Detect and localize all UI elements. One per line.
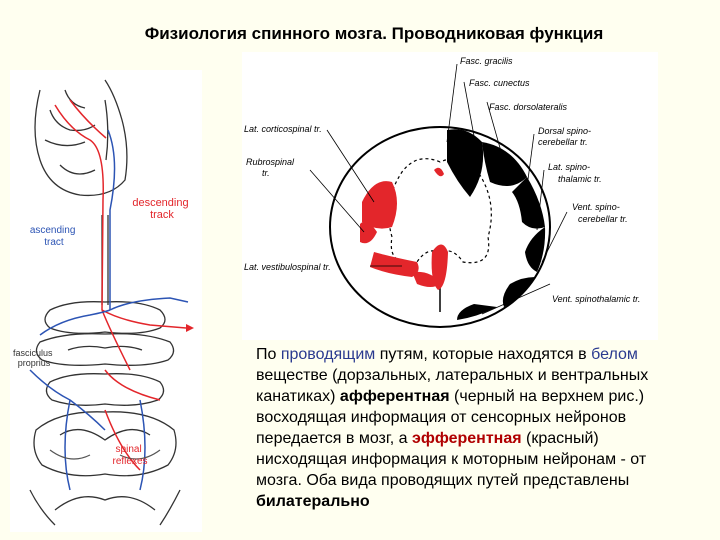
label-lat-corticospinal: Lat. corticospinal tr. — [244, 124, 322, 134]
text-highlight-white: белом — [591, 346, 638, 363]
lat-corticospinal-tract — [362, 181, 397, 229]
cross-section-figure: Fasc. gracilis Fasc. cunectus Fasc. dors… — [242, 52, 658, 340]
lat-spinothalamic-tract — [525, 227, 546, 272]
cross-section-svg: Fasc. gracilis Fasc. cunectus Fasc. dors… — [244, 56, 640, 328]
text-bilateral: билатерально — [256, 493, 370, 510]
lat-vestibulospinal-tract — [370, 252, 419, 277]
label-fasc-cunectus: Fasc. cunectus — [469, 78, 530, 88]
vent-spinocerebellar-tract — [502, 277, 535, 307]
label-dorsal-spino: Dorsal spino- — [538, 126, 591, 136]
pathways-figure: descending track ascending tract fascicu… — [10, 70, 202, 532]
label-fasc-dorsolateralis: Fasc. dorsolateralis — [489, 102, 568, 112]
dorsal-red-tract — [434, 167, 444, 177]
dorsal-spinocerebellar-tract — [512, 177, 545, 229]
text-segment: По — [256, 346, 281, 363]
fasc-cunectus-tract — [482, 142, 527, 186]
text-efferent: эфферентная — [411, 430, 522, 447]
text-segment: (черный на верхнем рис.) восходящая инфо… — [256, 388, 645, 447]
text-segment: (красный) нисходящая информация к моторн… — [256, 430, 647, 489]
label-vent-spinothalamic: Vent. spinothalamic tr. — [552, 294, 640, 304]
fasciculus-label: fasciculus proprius — [13, 348, 55, 368]
ascending-label: ascending tract — [30, 225, 78, 248]
slide-title: Физиология спинного мозга. Проводниковая… — [144, 24, 604, 43]
label-lat-vestibulospinal: Lat. vestibulospinal tr. — [244, 262, 331, 272]
label-vent-spino-2: cerebellar tr. — [578, 214, 628, 224]
rubrospinal-tract — [360, 221, 377, 244]
descending-label: descending track — [132, 197, 191, 221]
text-segment: путям, которые находятся в — [375, 346, 592, 363]
description-text: По проводящим путям, которые находятся в… — [256, 344, 656, 512]
text-highlight-conducting: проводящим — [280, 346, 376, 363]
fasc-gracilis-tract — [447, 129, 484, 197]
label-rubrospinal-tr: tr. — [262, 168, 270, 178]
label-dorsal-spino-2: cerebellar tr. — [538, 137, 588, 147]
label-vent-spino: Vent. spino- — [572, 202, 620, 212]
pathways-svg: descending track ascending tract fascicu… — [13, 79, 194, 526]
spinal-reflexes-label: spinal reflexes — [112, 444, 147, 467]
label-lat-spino: Lat. spino- — [548, 162, 590, 172]
label-rubrospinal: Rubrospinal — [246, 157, 295, 167]
vent-spinothalamic-tract — [457, 304, 497, 320]
label-lat-spino-2: thalamic tr. — [558, 174, 602, 184]
vent-red-tract — [412, 271, 440, 287]
text-afferent: афферентная — [339, 388, 450, 405]
text-segment: веществе (дорзальных, латеральных и вент… — [256, 367, 649, 405]
label-fasc-gracilis: Fasc. gracilis — [460, 56, 513, 66]
